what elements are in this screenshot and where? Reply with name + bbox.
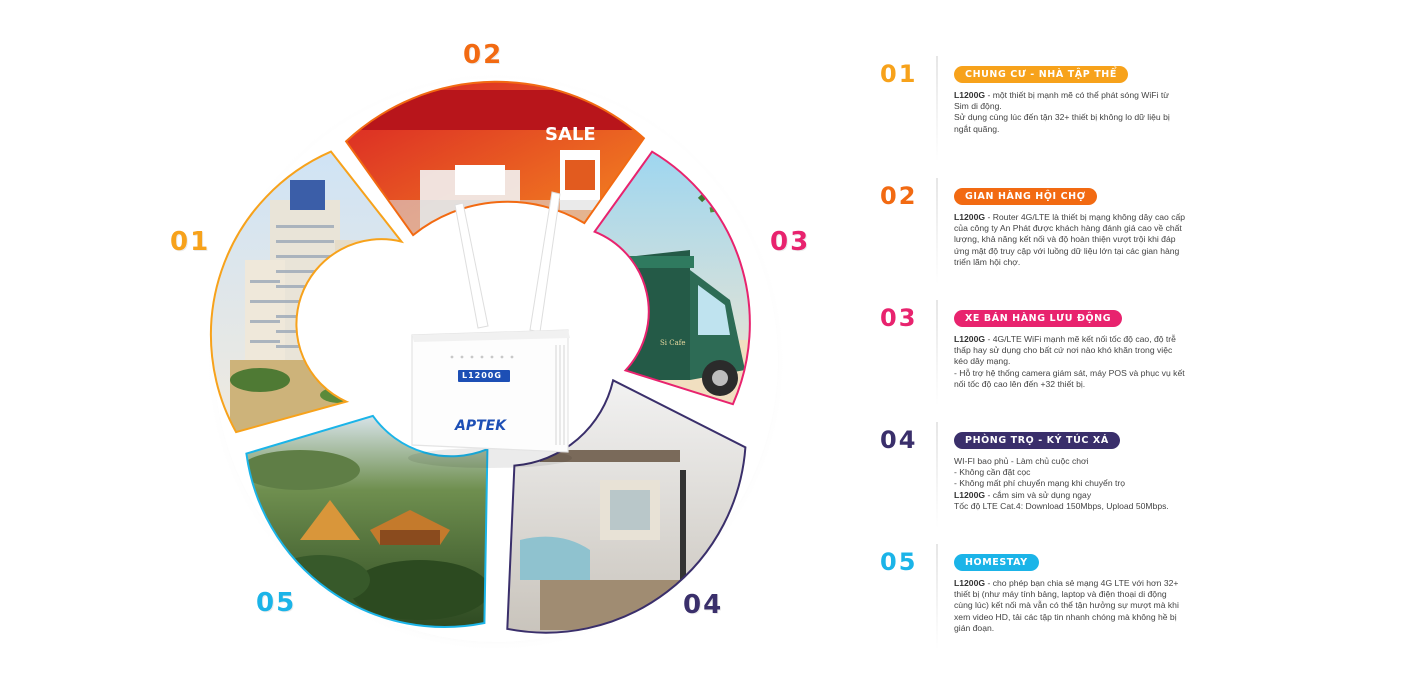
wheel-number-02: 02 [463, 40, 504, 70]
item-badge: HOMESTAY [954, 554, 1039, 571]
divider-line [936, 422, 938, 528]
wheel-number-01: 01 [170, 227, 211, 257]
item-number: 02 [880, 182, 918, 210]
item-badge: CHUNG CƯ - NHÀ TẬP THỂ [954, 66, 1128, 83]
wheel-number-03: 03 [770, 227, 811, 257]
item-description: L1200G - một thiết bị mạnh mẽ có thể phá… [954, 90, 1170, 134]
divider-line [936, 544, 938, 650]
item-description: WI-FI bao phủ - Làm chủ cuộc chơi - Khôn… [954, 456, 1169, 511]
router-model-label: L1200G [462, 371, 502, 380]
item-description: L1200G - cho phép bạn chia sẻ mạng 4G LT… [954, 578, 1179, 633]
item-badge: PHÒNG TRỌ - KÝ TÚC XÁ [954, 432, 1120, 449]
router-brand-logo: APTEK [455, 418, 507, 434]
booth-sign: SALE [545, 124, 596, 145]
item-number: 01 [880, 60, 918, 88]
use-case-wheel: SALE Si Cafe [206, 72, 786, 652]
divider-line [936, 178, 938, 284]
item-description: L1200G - 4G/LTE WiFi mạnh mẽ kết nối tốc… [954, 334, 1185, 389]
item-description: L1200G - Router 4G/LTE là thiết bị mạng … [954, 212, 1186, 267]
item-badge: GIAN HÀNG HỘI CHỢ [954, 188, 1097, 205]
wheel-number-04: 04 [683, 590, 724, 620]
segment-04-dorm-room [506, 378, 747, 634]
item-number: 03 [880, 304, 918, 332]
segment-05-homestay [245, 414, 489, 628]
router-product-image [408, 191, 572, 468]
item-badge: XE BÁN HÀNG LƯU ĐỘNG [954, 310, 1123, 327]
item-number: 05 [880, 548, 918, 576]
divider-line [936, 56, 938, 162]
item-number: 04 [880, 426, 918, 454]
divider-line [936, 300, 938, 406]
truck-brand: Si Cafe [660, 339, 686, 347]
wheel-number-05: 05 [256, 588, 297, 618]
